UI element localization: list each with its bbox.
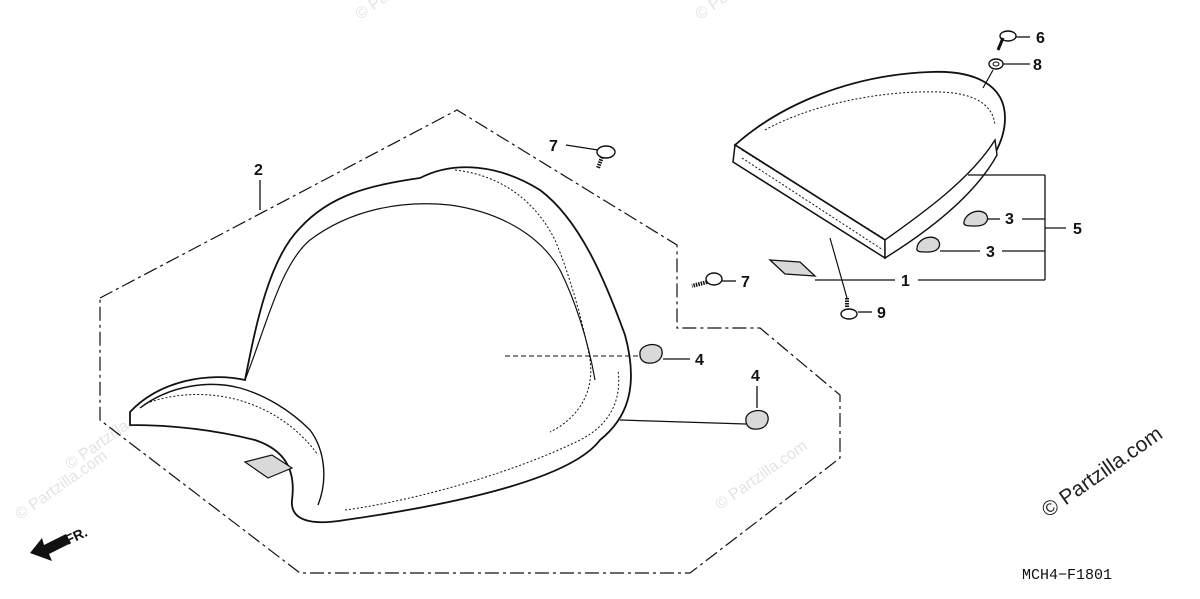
diagram-code: MCH4−F1801 <box>1022 567 1112 584</box>
front-direction-arrow: FR. <box>30 524 90 561</box>
seat-group-outline <box>99 109 841 574</box>
front-seat-pad <box>243 454 294 479</box>
rear-seat-top-edge <box>764 91 996 131</box>
callout-3-lower: 3 <box>986 244 995 261</box>
bolt-9 <box>829 237 872 320</box>
rear-seat-stitch-line <box>741 157 884 251</box>
arrow-left-icon <box>30 534 71 561</box>
watermark-text: © Partzilla.com <box>353 0 451 23</box>
front-seat-side <box>344 369 620 511</box>
callout-2: 2 <box>254 162 263 179</box>
direction-label: FR. <box>63 524 90 548</box>
watermark-text: © Partzilla.com <box>713 438 811 514</box>
front-seat-stitch-line <box>454 169 592 433</box>
callout-9: 9 <box>877 305 886 322</box>
rear-seat-side <box>884 137 998 260</box>
front-seat-top-surface <box>244 203 596 381</box>
washer-8 <box>982 58 1030 89</box>
screw-6 <box>996 30 1030 51</box>
screw-7-upper <box>565 144 616 169</box>
pad-1 <box>768 259 1045 281</box>
cushion-4-upper <box>505 343 690 364</box>
front-seat <box>129 166 632 524</box>
callout-6: 6 <box>1036 30 1045 47</box>
front-seat-lip <box>149 394 319 456</box>
rear-seat-top <box>733 70 1006 241</box>
watermark-text: © Partzilla.com <box>693 0 791 23</box>
brand-text: © Partzilla.com <box>1038 422 1167 522</box>
callout-7-upper: 7 <box>549 138 558 155</box>
rear-seat <box>732 70 1006 260</box>
callout-8: 8 <box>1033 57 1042 74</box>
cushion-3-lower <box>916 236 1045 253</box>
callout-bracket-5 <box>968 174 1066 280</box>
cushion-3-upper <box>963 210 1045 227</box>
front-seat-edge <box>139 383 325 506</box>
cushion-4-lower <box>619 386 769 430</box>
callout-4-lower: 4 <box>751 368 760 385</box>
callout-7-lower: 7 <box>741 274 750 291</box>
screw-7-lower <box>691 272 736 288</box>
callout-1: 1 <box>901 273 910 290</box>
front-seat-body <box>129 166 632 524</box>
callout-3-upper: 3 <box>1005 211 1014 228</box>
callout-4-upper: 4 <box>695 352 704 369</box>
callout-5: 5 <box>1073 221 1082 238</box>
